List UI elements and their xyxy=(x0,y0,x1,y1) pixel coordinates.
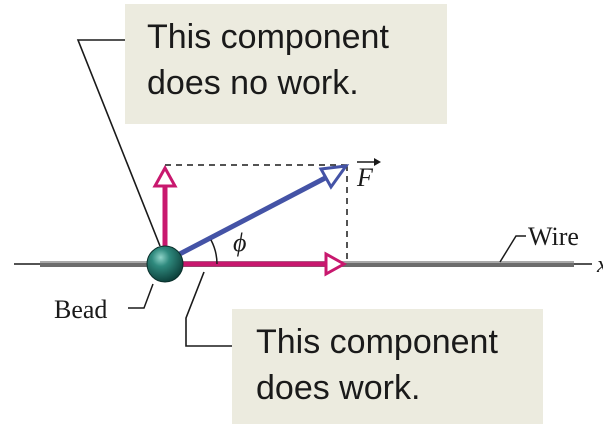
vertical-arrowhead-icon xyxy=(152,164,178,188)
force-over-arrowhead-icon xyxy=(374,158,381,166)
angle-arc xyxy=(210,239,218,265)
top-callout: This component does no work. xyxy=(125,4,447,124)
wire-label-leader xyxy=(499,235,526,263)
force-label: F xyxy=(356,163,374,192)
bead-label-leader xyxy=(128,283,154,309)
bead-label: Bead xyxy=(54,295,107,324)
horizontal-component-arrow xyxy=(168,251,348,277)
bottom-callout-line-2: does work. xyxy=(256,369,421,407)
wire-label: Wire xyxy=(528,222,579,251)
top-callout-line-2: does no work. xyxy=(147,64,359,102)
force-vector-arrow xyxy=(170,164,350,261)
bead-sphere-icon xyxy=(146,245,184,283)
force-arrowhead-icon xyxy=(318,164,350,190)
angle-label: ϕ xyxy=(233,228,246,257)
bottom-callout-leader xyxy=(185,271,232,347)
x-axis-label: x xyxy=(596,252,603,278)
top-callout-leader xyxy=(76,39,161,247)
bottom-callout-line-1: This component xyxy=(256,323,498,361)
horizontal-arrowhead-icon xyxy=(324,251,348,277)
top-callout-line-1: This component xyxy=(147,18,389,56)
bottom-callout: This component does work. xyxy=(232,309,543,424)
